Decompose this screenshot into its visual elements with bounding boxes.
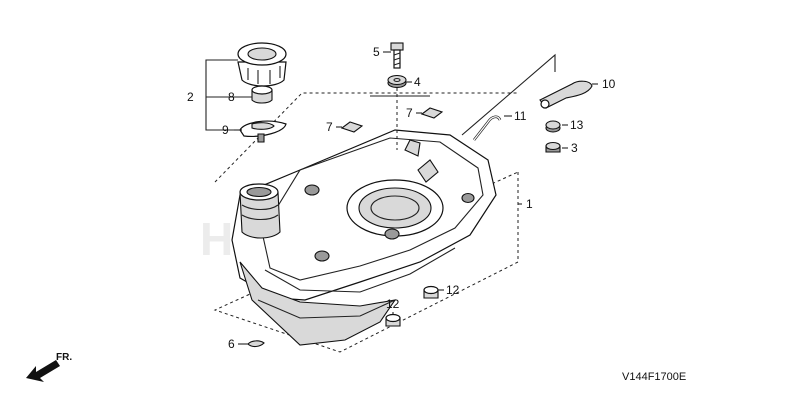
callout-9: 9 (222, 123, 229, 137)
callout-1: 1 (526, 197, 533, 211)
group-bracket (205, 59, 238, 131)
front-direction-arrow-icon (26, 360, 60, 382)
rubber-mount-left (385, 313, 401, 327)
lever-nut (545, 141, 561, 153)
lever-washer (545, 120, 561, 133)
fuel-cap (237, 42, 287, 87)
fuel-rod (472, 115, 502, 141)
leader-lines (222, 51, 598, 345)
cap-seal (251, 85, 273, 104)
fuel-strainer (239, 120, 287, 143)
cushion-left (340, 121, 364, 133)
callout-11: 11 (514, 109, 527, 123)
fuel-tank (231, 129, 497, 346)
callout-8: 8 (228, 90, 235, 104)
callout-2: 2 (187, 90, 194, 104)
callout-12-right: 12 (446, 283, 460, 297)
callout-13: 13 (570, 118, 584, 132)
callout-6: 6 (228, 337, 235, 351)
callout-7-right: 7 (406, 106, 413, 120)
cushion-right (420, 107, 444, 119)
assembly-outline (213, 92, 519, 353)
clip (247, 340, 265, 348)
bolt (390, 42, 404, 69)
diagram-code: V144F1700E (622, 371, 686, 383)
callout-12-left: 12 (386, 297, 400, 311)
direction-label: FR. (56, 352, 72, 363)
washer (387, 74, 407, 150)
callout-7-left: 7 (326, 120, 333, 134)
callout-10: 10 (602, 77, 616, 91)
callout-4: 4 (414, 75, 421, 89)
lever (539, 80, 593, 109)
fuel-rod-inner (473, 116, 501, 141)
callout-3: 3 (571, 141, 578, 155)
rubber-mount-right (423, 285, 439, 299)
callout-5: 5 (373, 45, 380, 59)
